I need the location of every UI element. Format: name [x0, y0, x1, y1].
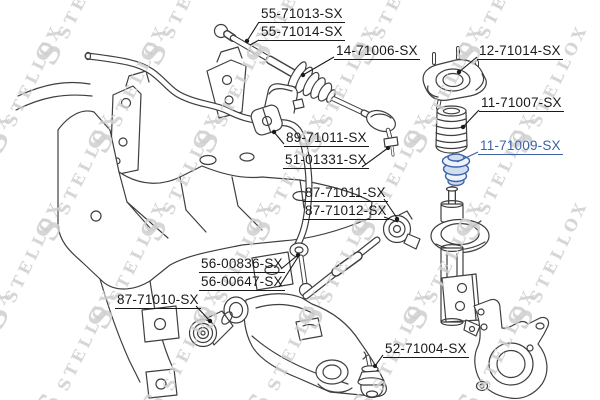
outer-tie-rod-end [331, 96, 399, 157]
strut-assembly [430, 186, 490, 337]
bump-stop-highlighted [441, 153, 471, 187]
label-51-01331-sx[interactable]: 51-01331-SX [283, 152, 369, 169]
label-87-71010-sx[interactable]: 87-71010-SX [115, 292, 201, 309]
label-55-71013-sx[interactable]: 55-71013-SX [259, 6, 345, 23]
label-56-00836-sx[interactable]: 56-00836-SX [199, 256, 285, 273]
label-55-71014-sx[interactable]: 55-71014-SX [259, 24, 345, 41]
label-11-71009-sx-highlighted[interactable]: 11-71009-SX [478, 138, 563, 155]
stabilizer-bar-bushing [250, 104, 283, 136]
ball-joint [357, 354, 385, 399]
label-12-71014-sx[interactable]: 12-71014-SX [477, 43, 563, 60]
label-87-71011-sx[interactable]: 87-71011-SX [303, 185, 388, 202]
label-52-71004-sx[interactable]: 52-71004-SX [383, 341, 469, 358]
inner-tie-rod [213, 23, 301, 80]
control-arm-rear-bushing [382, 210, 421, 250]
strut-dust-boot [435, 105, 468, 154]
label-87-71012-sx[interactable]: 87-71012-SX [303, 203, 389, 220]
label-56-00647-sx[interactable]: 56-00647-SX [199, 274, 285, 291]
label-89-71011-sx[interactable]: 89-71011-SX [284, 130, 369, 147]
stabilizer-link [289, 242, 314, 298]
label-14-71006-sx[interactable]: 14-71006-SX [334, 43, 420, 60]
subframe-crossmember [15, 46, 373, 399]
label-11-71007-sx[interactable]: 11-71007-SX [479, 95, 564, 112]
lower-control-arm [223, 236, 387, 398]
steering-knuckle [473, 298, 550, 400]
